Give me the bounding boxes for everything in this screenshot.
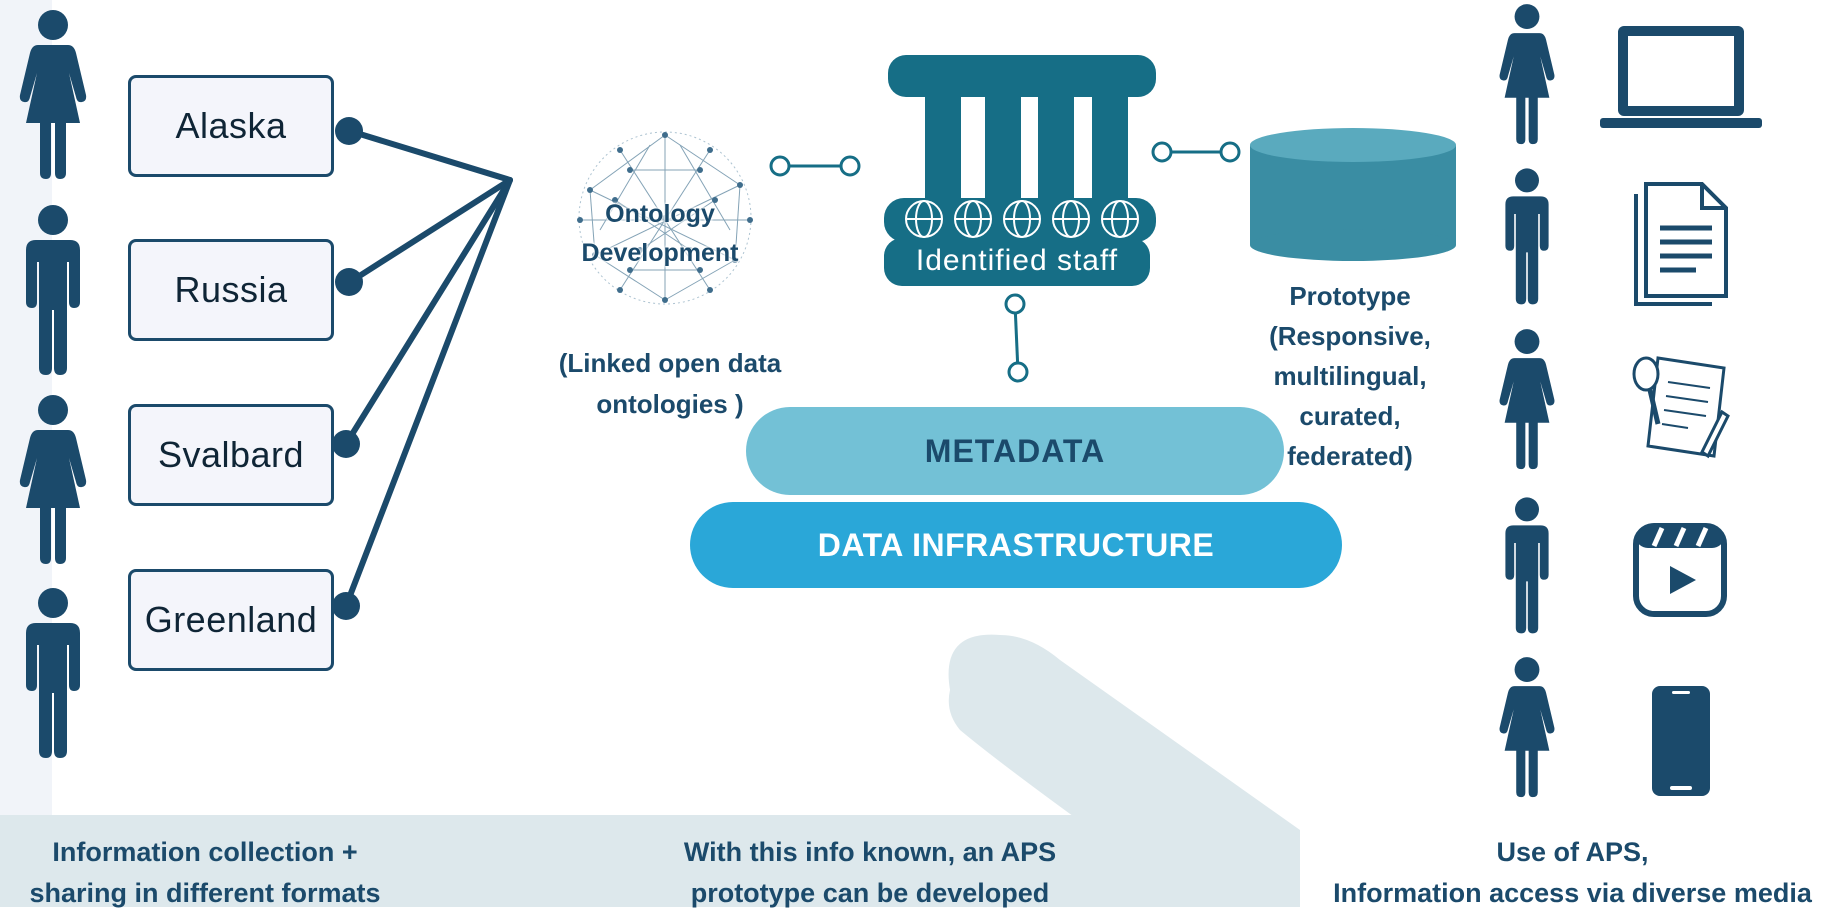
bottom-caption-left: Information collection + sharing in diff… bbox=[0, 832, 410, 914]
bottom-caption-line: Use of APS, bbox=[1496, 837, 1649, 867]
prototype-caption: Prototype (Responsive, multilingual, cur… bbox=[1240, 276, 1460, 476]
region-label: Svalbard bbox=[157, 434, 305, 475]
prototype-caption-line: Prototype bbox=[1289, 281, 1411, 311]
bottom-caption-line: With this info known, an APS bbox=[683, 837, 1057, 867]
man-icon bbox=[1482, 495, 1572, 635]
ontology-caption: (Linked open data ontologies ) bbox=[540, 343, 800, 425]
man-icon bbox=[8, 585, 98, 760]
woman-icon bbox=[8, 5, 98, 180]
bottom-caption-line: Information collection + bbox=[52, 837, 358, 867]
notes-microphone-icon bbox=[1628, 352, 1732, 462]
ontology-caption-line: (Linked open data bbox=[558, 348, 782, 378]
region-label: Alaska bbox=[175, 105, 287, 146]
metadata-layer: METADATA bbox=[746, 407, 1284, 495]
document-icon bbox=[1630, 180, 1732, 308]
bottom-caption-middle: With this info known, an APS prototype c… bbox=[650, 832, 1090, 914]
ontology-title: Ontology Development bbox=[560, 195, 760, 273]
prototype-caption-line: federated) bbox=[1287, 441, 1413, 471]
ontology-caption-line: ontologies ) bbox=[596, 389, 744, 419]
laptop-icon bbox=[1598, 22, 1764, 134]
region-label: Russia bbox=[174, 269, 288, 310]
woman-icon bbox=[8, 390, 98, 565]
prototype-caption-line: curated, bbox=[1299, 401, 1401, 431]
bottom-caption-line: prototype can be developed bbox=[690, 878, 1050, 908]
region-connector-dots bbox=[332, 117, 363, 620]
video-icon bbox=[1632, 522, 1728, 618]
staff-label: Identified staff bbox=[915, 244, 1119, 277]
ontology-title-line: Ontology bbox=[605, 200, 715, 228]
woman-icon bbox=[1482, 0, 1572, 145]
bottom-caption-right: Use of APS, Information access via diver… bbox=[1300, 832, 1845, 914]
region-box-alaska: Alaska bbox=[128, 75, 334, 177]
bottom-caption-line: Information access via diverse media bbox=[1333, 878, 1812, 908]
prototype-caption-line: (Responsive, bbox=[1269, 321, 1431, 351]
woman-icon bbox=[1482, 325, 1572, 470]
smartphone-icon bbox=[1650, 684, 1712, 798]
man-icon bbox=[1482, 166, 1572, 306]
region-label: Greenland bbox=[144, 599, 318, 640]
prototype-caption-line: multilingual, bbox=[1273, 361, 1427, 391]
region-box-svalbard: Svalbard bbox=[128, 404, 334, 506]
man-icon bbox=[8, 202, 98, 377]
bottom-caption-line: sharing in different formats bbox=[29, 878, 381, 908]
woman-icon bbox=[1482, 653, 1572, 798]
staff-globe-icons bbox=[905, 200, 1139, 238]
ontology-title-line: Development bbox=[581, 239, 739, 267]
region-box-russia: Russia bbox=[128, 239, 334, 341]
database-cylinder-icon bbox=[1250, 128, 1456, 261]
data-infrastructure-layer: DATA INFRASTRUCTURE bbox=[690, 502, 1342, 588]
region-box-greenland: Greenland bbox=[128, 569, 334, 671]
region-connector-lines bbox=[343, 128, 513, 609]
